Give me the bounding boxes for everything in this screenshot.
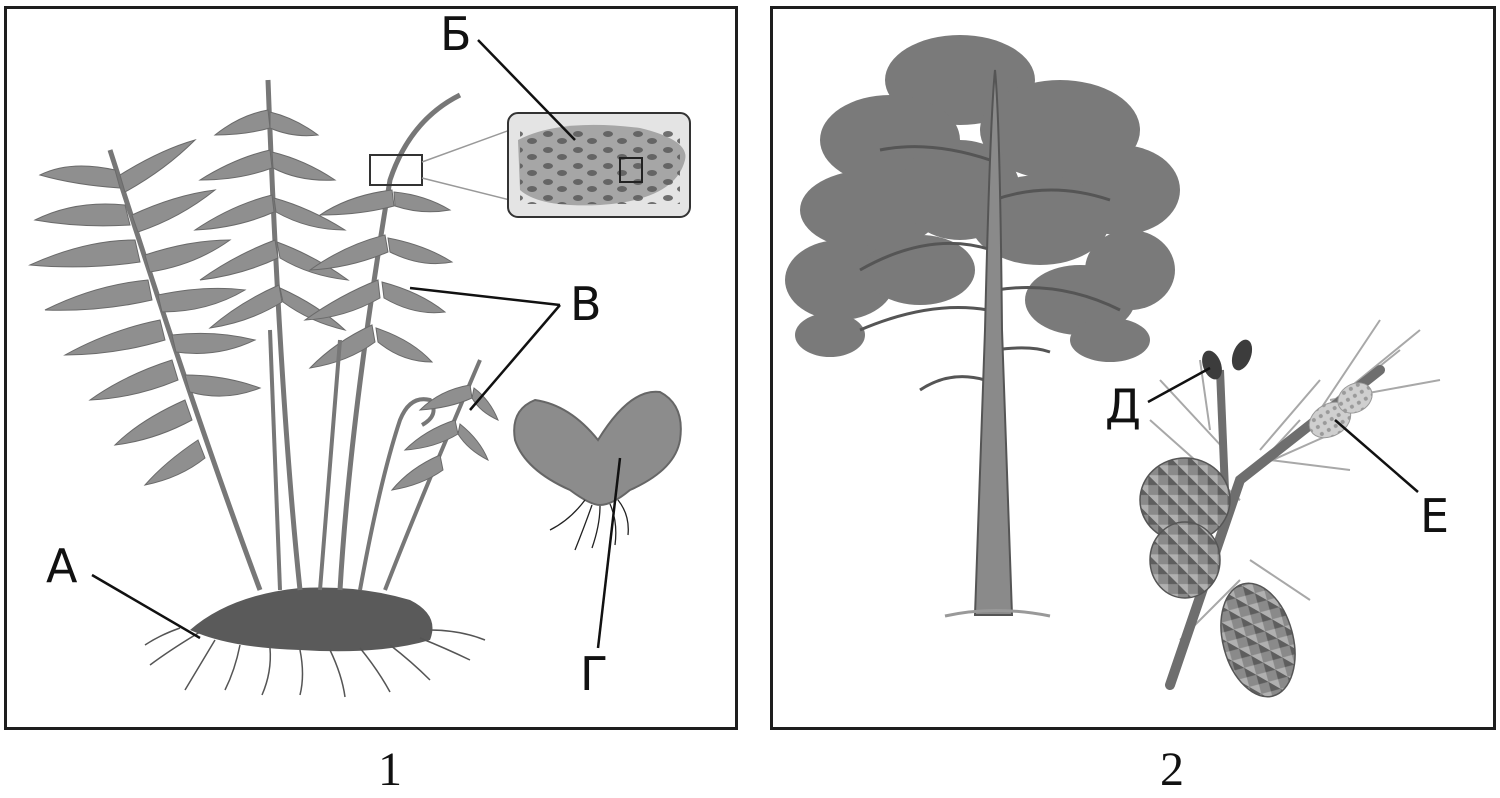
- label-a: А: [46, 539, 78, 593]
- leader-g: [596, 457, 622, 649]
- panel2-leader-lines: [1147, 366, 1419, 493]
- pine-branches: [859, 145, 1121, 392]
- prothallus: [513, 390, 682, 551]
- leader-v1: [409, 286, 561, 307]
- label-g: Г: [580, 647, 608, 701]
- label-v: В: [570, 277, 602, 331]
- leader-e: [1334, 419, 1419, 493]
- leader-d: [1147, 366, 1211, 404]
- pine-trunk: [973, 69, 1014, 616]
- panel1-leader-lines: [91, 39, 622, 649]
- panel-number-1: 1: [378, 743, 402, 796]
- leader-b: [477, 39, 576, 141]
- label-e: Е: [1420, 489, 1449, 543]
- panel-fern: [4, 6, 738, 730]
- sori-inset: [369, 112, 691, 218]
- pine-shoot: [1139, 319, 1441, 698]
- label-b: Б: [440, 7, 472, 61]
- label-d: Д: [1105, 379, 1141, 433]
- fern-fronds: [28, 79, 499, 591]
- leader-v2: [469, 304, 561, 411]
- fern-rhizome: [144, 587, 486, 698]
- leader-a: [91, 573, 201, 640]
- panel-pine: [770, 6, 1496, 730]
- panel-number-2: 2: [1160, 743, 1184, 796]
- pine-ground: [944, 609, 1051, 618]
